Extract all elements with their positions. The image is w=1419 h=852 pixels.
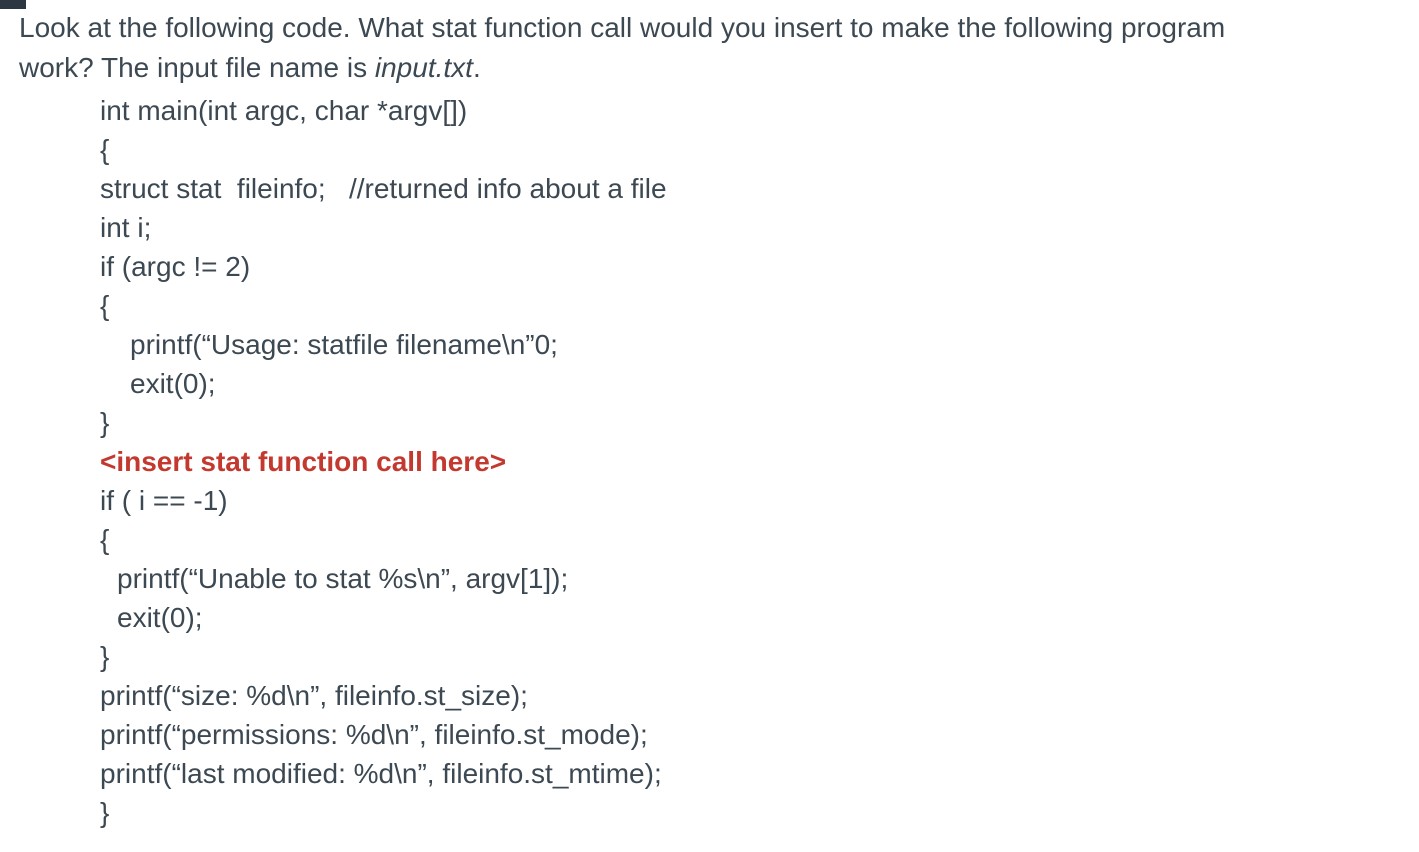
code-line: { [100,524,110,555]
code-line: } [100,641,110,672]
code-line: if (argc != 2) [100,251,251,282]
insert-stat-placeholder: <insert stat function call here> [100,446,507,477]
code-line: } [100,407,110,438]
question-line-1: Look at the following code. What stat fu… [19,12,1226,43]
code-line: int i; [100,212,152,243]
code-line: { [100,290,110,321]
question-line-2-suffix: . [472,52,481,83]
code-line: struct stat fileinfo; //returned info ab… [100,173,667,204]
code-block: int main(int argc, char *argv[]) { struc… [0,91,1419,832]
question-line-2-prefix: work? The input file name is [19,52,375,83]
code-line: exit(0); [130,368,216,399]
code-line: if ( i == -1) [100,485,228,516]
code-line: } [100,797,110,828]
code-line: printf(“permissions: %d\n”, fileinfo.st_… [100,719,648,750]
code-line: { [100,134,110,165]
code-line: exit(0); [117,602,203,633]
question-line-2: work? The input file name is input.txt. [19,48,1419,88]
corner-mark [0,0,26,9]
code-line: printf(“size: %d\n”, fileinfo.st_size); [100,680,528,711]
code-line: int main(int argc, char *argv[]) [100,95,468,126]
code-line: printf(“Usage: statfile filename\n”0; [130,329,558,360]
question-text: Look at the following code. What stat fu… [19,8,1419,88]
code-line: printf(“Unable to stat %s\n”, argv[1]); [117,563,569,594]
input-filename: input.txt [374,52,473,83]
code-line: printf(“last modified: %d\n”, fileinfo.s… [100,758,662,789]
